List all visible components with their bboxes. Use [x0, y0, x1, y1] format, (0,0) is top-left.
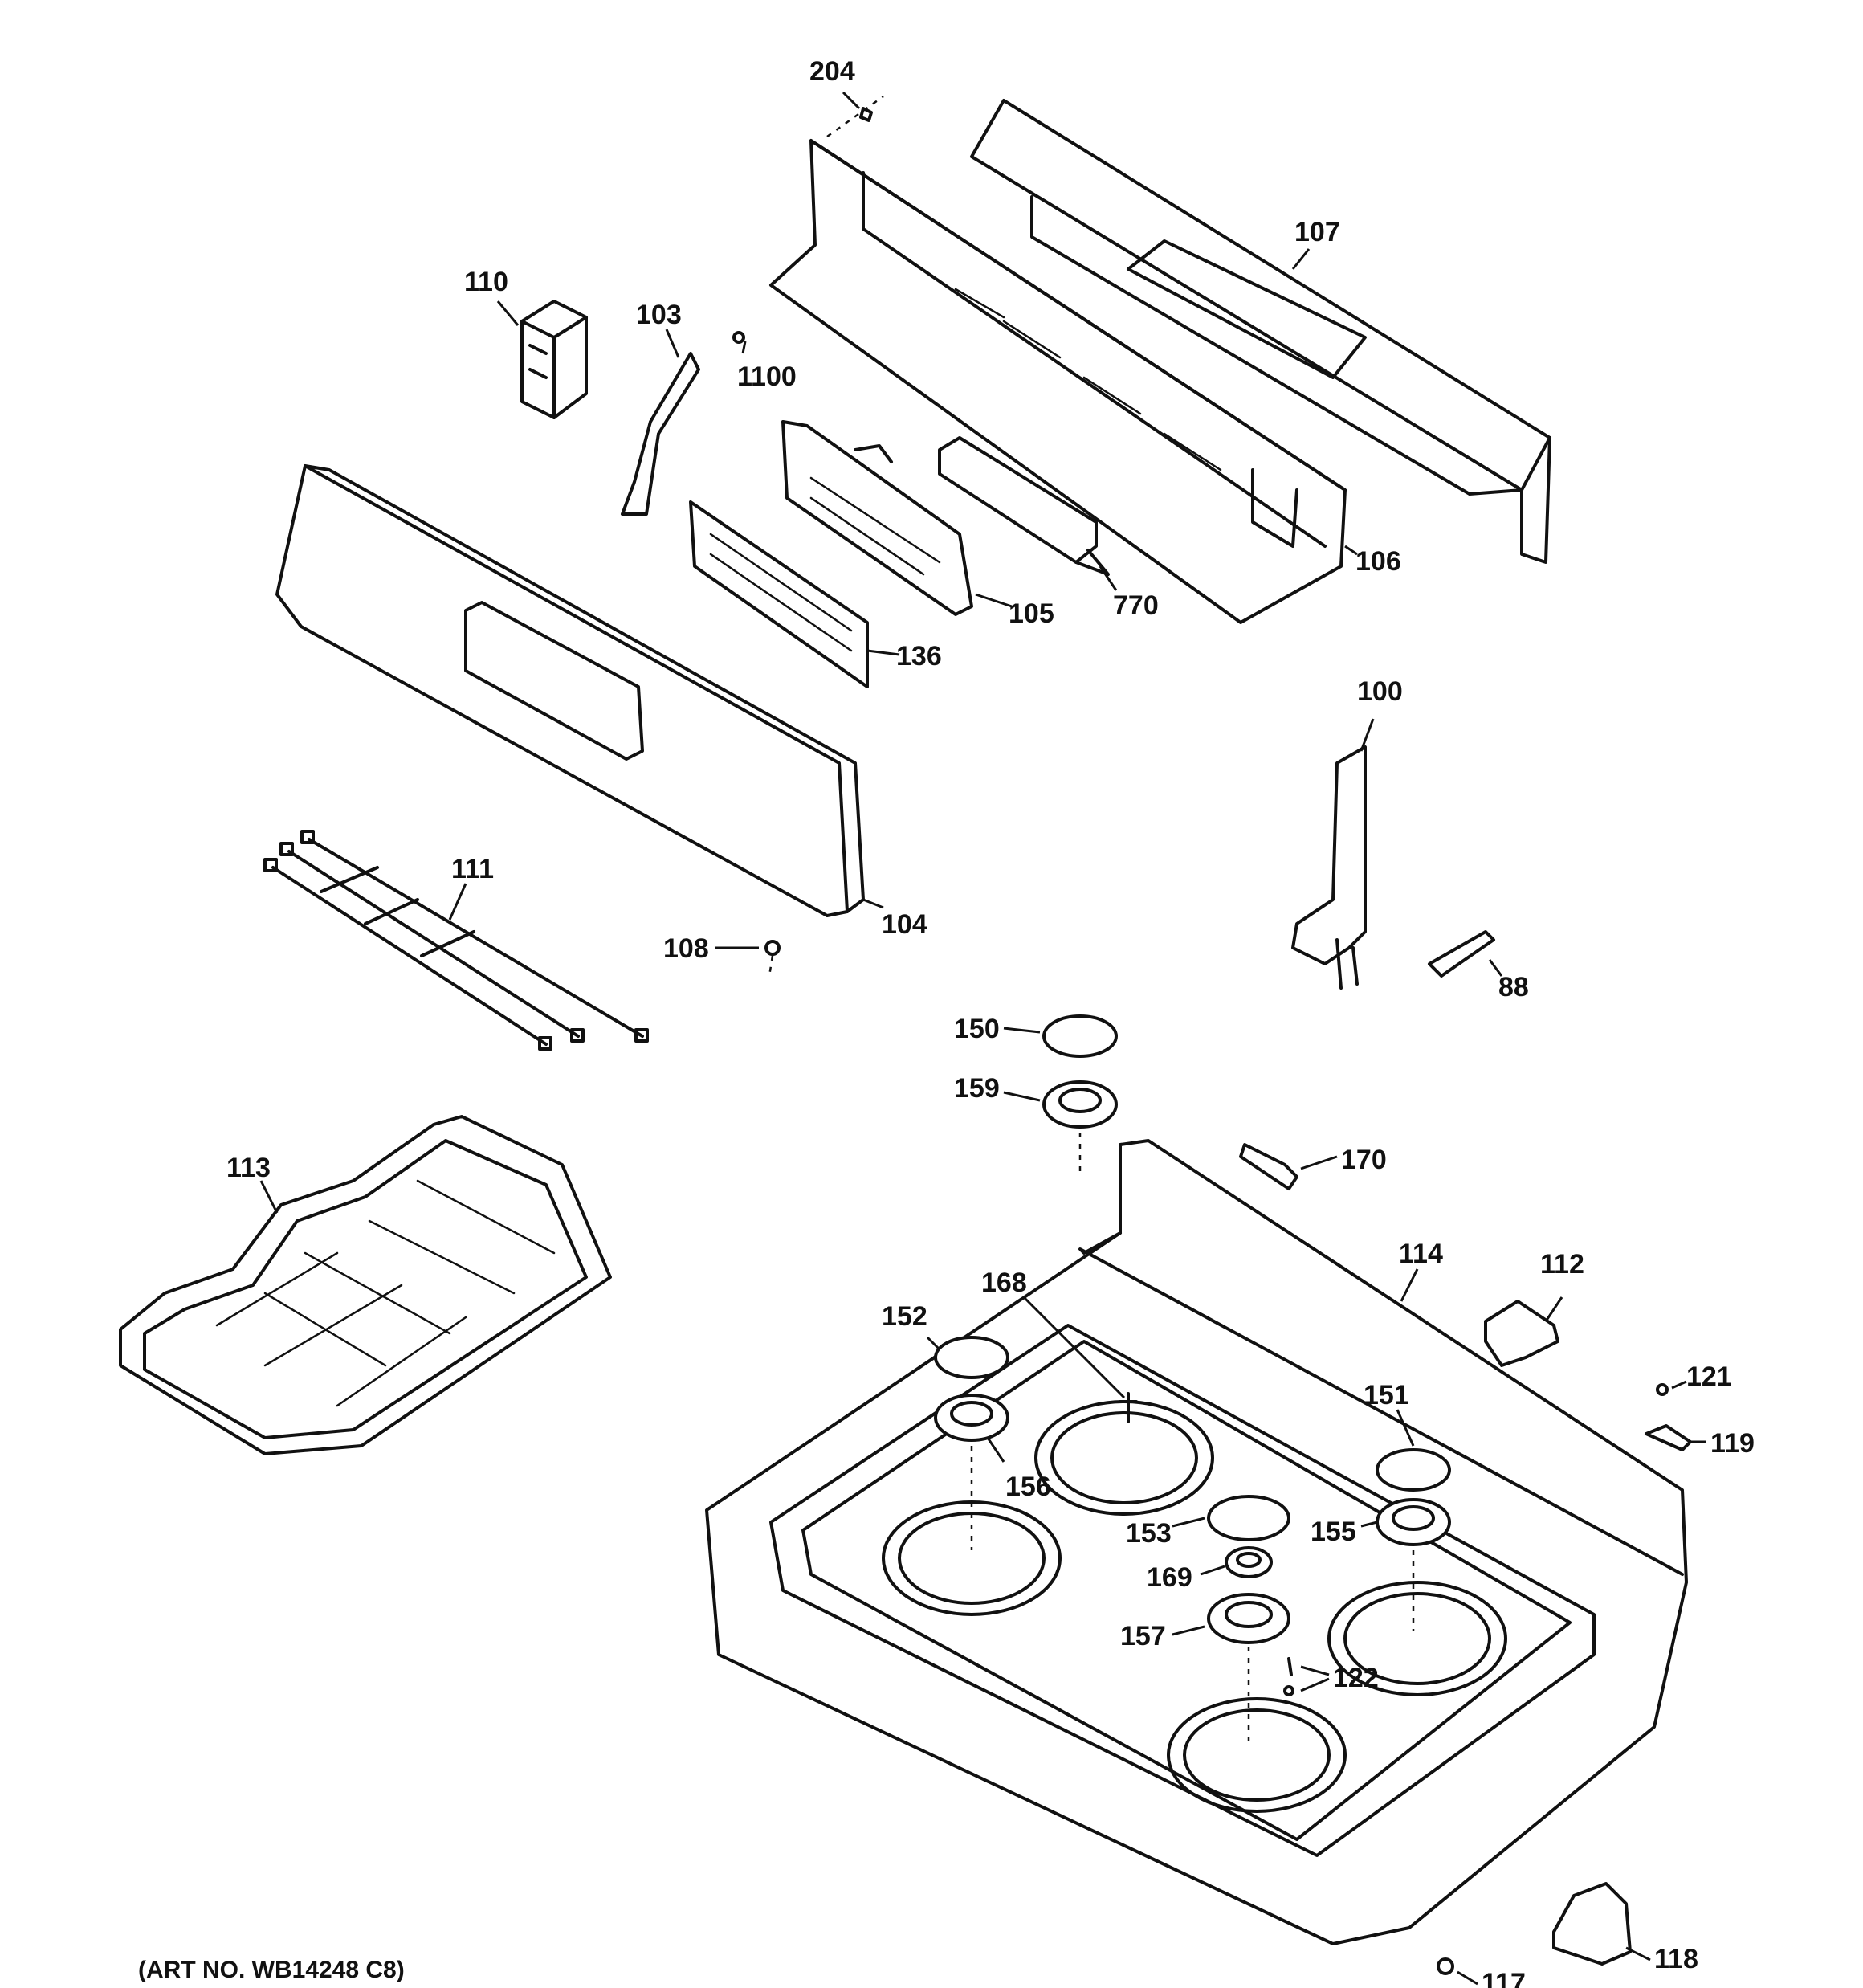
label-103: 103	[636, 300, 682, 330]
part-100-side-trim	[1291, 745, 1367, 990]
art-number: (ART NO. WB14248 C8)	[138, 1957, 405, 1983]
part-156-burner-head	[934, 1394, 1009, 1550]
label-119: 119	[1710, 1428, 1755, 1459]
label-108: 108	[663, 933, 709, 964]
part-114-cooktop	[705, 1139, 1688, 1945]
label-100: 100	[1357, 676, 1403, 707]
leader-lines	[259, 91, 1706, 1986]
label-150: 150	[954, 1014, 1000, 1044]
label-117: 117	[1482, 1968, 1526, 1988]
part-168-electrode	[1119, 1392, 1138, 1423]
label-112: 112	[1540, 1249, 1584, 1280]
part-118-leveling-leg	[1552, 1882, 1632, 1966]
part-117-nut	[1437, 1957, 1454, 1975]
label-111: 111	[451, 854, 494, 884]
part-157-burner-head	[1207, 1593, 1290, 1743]
part-170-screw	[1239, 1143, 1298, 1190]
part-169-burner-base	[1225, 1546, 1273, 1578]
label-152: 152	[882, 1301, 927, 1332]
part-151-burner-cap	[1376, 1448, 1451, 1492]
part-labels: 204 107 110 103 1100 106 105 770 136 100…	[138, 56, 1755, 1988]
label-170: 170	[1341, 1145, 1387, 1175]
label-88: 88	[1498, 972, 1529, 1002]
label-159: 159	[954, 1073, 1000, 1104]
label-157: 157	[1120, 1621, 1166, 1651]
part-159-burner-head	[1042, 1080, 1118, 1173]
label-114: 114	[1399, 1239, 1443, 1269]
part-153-burner-cap	[1207, 1495, 1290, 1541]
label-136: 136	[896, 641, 942, 672]
part-150-burner-cap	[1042, 1014, 1118, 1058]
part-770-bracket	[938, 436, 1110, 576]
part-119-bracket	[1645, 1424, 1692, 1451]
label-204: 204	[809, 56, 855, 87]
part-122-screws	[1283, 1657, 1294, 1696]
label-121: 121	[1686, 1361, 1732, 1392]
label-151: 151	[1364, 1380, 1409, 1410]
label-770: 770	[1113, 590, 1159, 621]
label-168: 168	[981, 1268, 1027, 1298]
part-136-overlay	[689, 500, 869, 688]
label-1100: 1100	[737, 361, 797, 392]
part-121-screw	[1656, 1383, 1669, 1396]
label-110: 110	[464, 267, 508, 297]
label-106: 106	[1355, 546, 1401, 577]
part-88-clip	[1428, 930, 1495, 978]
part-1100-screw	[732, 331, 745, 344]
label-155: 155	[1311, 1517, 1356, 1547]
part-112-igniter-switch	[1484, 1300, 1559, 1367]
part-113-grate	[119, 1115, 612, 1455]
label-122: 122	[1333, 1663, 1379, 1693]
part-204-screw	[826, 95, 884, 138]
part-106-back-panel	[769, 139, 1347, 624]
part-107-trim	[970, 99, 1551, 564]
part-111-wire-harness	[263, 830, 649, 1051]
label-118: 118	[1654, 1944, 1698, 1974]
label-169: 169	[1147, 1562, 1192, 1593]
label-113: 113	[226, 1153, 271, 1183]
part-152-burner-cap	[934, 1336, 1009, 1379]
label-156: 156	[1005, 1472, 1051, 1502]
part-105-control-board	[781, 420, 973, 616]
label-105: 105	[1009, 598, 1054, 629]
part-104-control-panel	[275, 464, 865, 917]
label-104: 104	[882, 909, 927, 940]
part-108-screw	[764, 940, 781, 977]
part-103-bracket	[621, 352, 700, 516]
label-107: 107	[1294, 217, 1340, 247]
label-153: 153	[1126, 1518, 1172, 1549]
part-110-relay	[520, 300, 588, 419]
